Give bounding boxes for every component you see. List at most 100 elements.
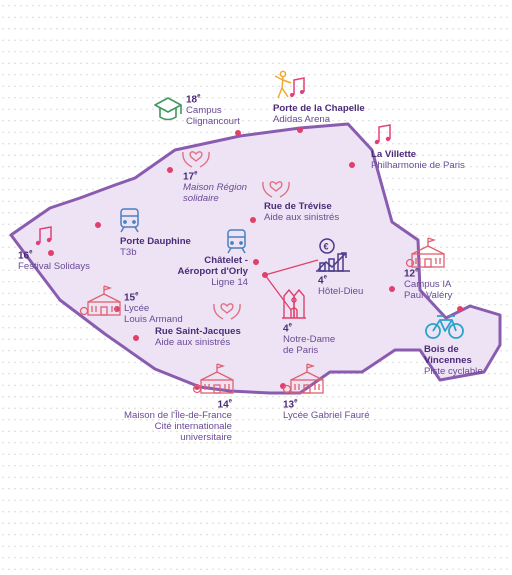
school-building-12-icon bbox=[405, 237, 445, 268]
heart-hands-17-icon bbox=[182, 151, 210, 168]
label-line: Festival Solidays bbox=[18, 261, 90, 273]
arrondissement-suffix: e bbox=[197, 94, 201, 100]
arrondissement-number: 17 bbox=[183, 171, 195, 183]
bicycle-icon bbox=[425, 315, 464, 339]
label-porte-dauphine: Porte Dauphine T3b bbox=[120, 236, 191, 258]
marker-bois-vincennes[interactable] bbox=[457, 306, 463, 312]
marker-chatelet[interactable] bbox=[253, 259, 259, 265]
label-line: Lycée bbox=[124, 303, 150, 315]
label-line: universitaire bbox=[180, 432, 232, 444]
arrondissement-suffix: e bbox=[288, 323, 292, 329]
label-line: Maison Région bbox=[183, 182, 247, 194]
label-rue-saint-jacques: Rue Saint-Jacques Aide aux sinistrés bbox=[155, 326, 241, 348]
label-line: Paul Valéry bbox=[404, 290, 453, 302]
label-maison-region: 17e Maison Région solidaire bbox=[183, 169, 247, 204]
place-subtitle: Adidas Arena bbox=[273, 114, 331, 125]
marker-cite-center[interactable] bbox=[262, 272, 268, 278]
marker-campus-ia[interactable] bbox=[389, 286, 395, 292]
music-note-villette-icon bbox=[374, 124, 391, 145]
heart-hands-saint-jacques-icon bbox=[213, 303, 241, 320]
place-title: Rue Saint-Jacques bbox=[155, 326, 241, 337]
music-note-solidays-icon bbox=[35, 226, 52, 246]
label-chatelet: Châtelet - Aéroport d'Orly Ligne 14 bbox=[166, 255, 248, 288]
label-porte-chapelle: Porte de la Chapelle Adidas Arena bbox=[273, 103, 365, 125]
label-line: Lycée Gabriel Fauré bbox=[283, 410, 370, 422]
arrondissement-suffix: e bbox=[194, 171, 198, 177]
arrondissement-number: 13 bbox=[283, 399, 295, 411]
train-chatelet-icon bbox=[227, 229, 246, 254]
place-title: La Villette bbox=[371, 149, 417, 160]
euro-growth-icon: € bbox=[316, 238, 350, 272]
label-campus-clignancourt: 18e Campus Clignancourt bbox=[186, 92, 240, 127]
label-festival-solidays: 16e Festival Solidays bbox=[18, 248, 90, 272]
label-lycee-faure: 13e Lycée Gabriel Fauré bbox=[283, 397, 370, 421]
place-title-line: Bois de bbox=[424, 344, 459, 355]
svg-text:€: € bbox=[324, 242, 329, 252]
label-rue-trevise: Rue de Trévise Aide aux sinistrés bbox=[264, 201, 339, 223]
heart-hands-trevise-icon bbox=[262, 181, 290, 198]
arrondissement-suffix: e bbox=[294, 399, 298, 405]
place-title-line: Châtelet - bbox=[204, 255, 248, 266]
marker-lycee-louis-armand[interactable] bbox=[114, 306, 120, 312]
arrondissement-number: 16 bbox=[18, 250, 30, 262]
paris-boundary bbox=[9, 122, 502, 395]
connector-line-notre-dame bbox=[264, 274, 292, 311]
label-campus-ia: 12e Campus IA Paul Valéry bbox=[404, 266, 452, 301]
marker-porte-chapelle[interactable] bbox=[297, 127, 303, 133]
place-subtitle: Aide aux sinistrés bbox=[264, 212, 340, 223]
marker-rue-saint-jacques[interactable] bbox=[133, 335, 139, 341]
place-title: Porte Dauphine bbox=[120, 236, 191, 247]
label-lycee-louis-armand: 15e Lycée Louis Armand bbox=[124, 290, 183, 325]
place-title: Porte de la Chapelle bbox=[273, 103, 365, 114]
marker-rue-trevise[interactable] bbox=[250, 217, 256, 223]
place-subtitle: T3b bbox=[120, 247, 137, 258]
marker-la-villette[interactable] bbox=[349, 162, 355, 168]
arrondissement-suffix: e bbox=[323, 275, 327, 281]
school-building-15-icon bbox=[79, 285, 121, 316]
marker-campus-clignancourt[interactable] bbox=[235, 130, 241, 136]
arrondissement-suffix: e bbox=[135, 292, 139, 298]
train-dauphine-icon bbox=[120, 208, 139, 233]
label-line: de Paris bbox=[283, 345, 319, 357]
arrondissement-number: 15 bbox=[124, 292, 136, 304]
label-line: Clignancourt bbox=[186, 116, 240, 128]
label-notre-dame: 4e Notre-Dame de Paris bbox=[283, 321, 335, 356]
school-building-14-icon bbox=[192, 363, 234, 394]
dancer-music-icon bbox=[274, 70, 305, 99]
marker-lycee-faure[interactable] bbox=[280, 383, 286, 389]
label-la-villette: La Villette Philharmonie de Paris bbox=[371, 149, 465, 171]
graduation-cap-icon bbox=[154, 97, 182, 121]
label-line: Louis Armand bbox=[124, 314, 183, 326]
arrondissement-number: 4 bbox=[283, 323, 289, 335]
school-building-13-icon bbox=[282, 363, 324, 394]
cathedral-icon bbox=[282, 288, 306, 319]
arrondissement-number: 18 bbox=[186, 94, 198, 106]
label-line: Maison de l'Île-de-France bbox=[124, 410, 232, 422]
marker-porte-dauphine[interactable] bbox=[95, 222, 101, 228]
label-bois-vincennes: Bois de Vincennes Piste cyclable bbox=[424, 344, 483, 377]
place-title: Rue de Trévise bbox=[264, 201, 332, 212]
place-subtitle: Philharmonie de Paris bbox=[371, 160, 465, 171]
connector-line-hotel-dieu bbox=[264, 259, 319, 276]
label-hotel-dieu: 4e Hôtel-Dieu bbox=[318, 273, 363, 297]
arrondissement-suffix: e bbox=[29, 250, 33, 256]
label-cite-universitaire: 14e Maison de l'Île-de-France Cité inter… bbox=[104, 397, 232, 443]
arrondissement-number: 14 bbox=[217, 399, 229, 411]
label-line: Hôtel-Dieu bbox=[318, 286, 364, 298]
arrondissement-number: 4 bbox=[318, 275, 324, 287]
label-line: Notre-Dame bbox=[283, 334, 336, 346]
place-subtitle: Ligne 14 bbox=[211, 277, 248, 288]
place-subtitle: Aide aux sinistrés bbox=[155, 337, 231, 348]
marker-solidays[interactable] bbox=[48, 250, 54, 256]
label-line: solidaire bbox=[183, 193, 219, 205]
label-line: Cité internationale bbox=[154, 421, 232, 433]
place-subtitle: Piste cyclable bbox=[424, 366, 483, 377]
label-line: Campus bbox=[186, 105, 222, 117]
arrondissement-suffix: e bbox=[415, 268, 419, 274]
place-title-line: Vincennes bbox=[424, 355, 472, 366]
place-title-line: Aéroport d'Orly bbox=[177, 266, 248, 277]
label-line: Campus IA bbox=[404, 279, 452, 291]
marker-maison-region[interactable] bbox=[167, 167, 173, 173]
arrondissement-number: 12 bbox=[404, 268, 416, 280]
arrondissement-suffix: e bbox=[228, 399, 232, 405]
